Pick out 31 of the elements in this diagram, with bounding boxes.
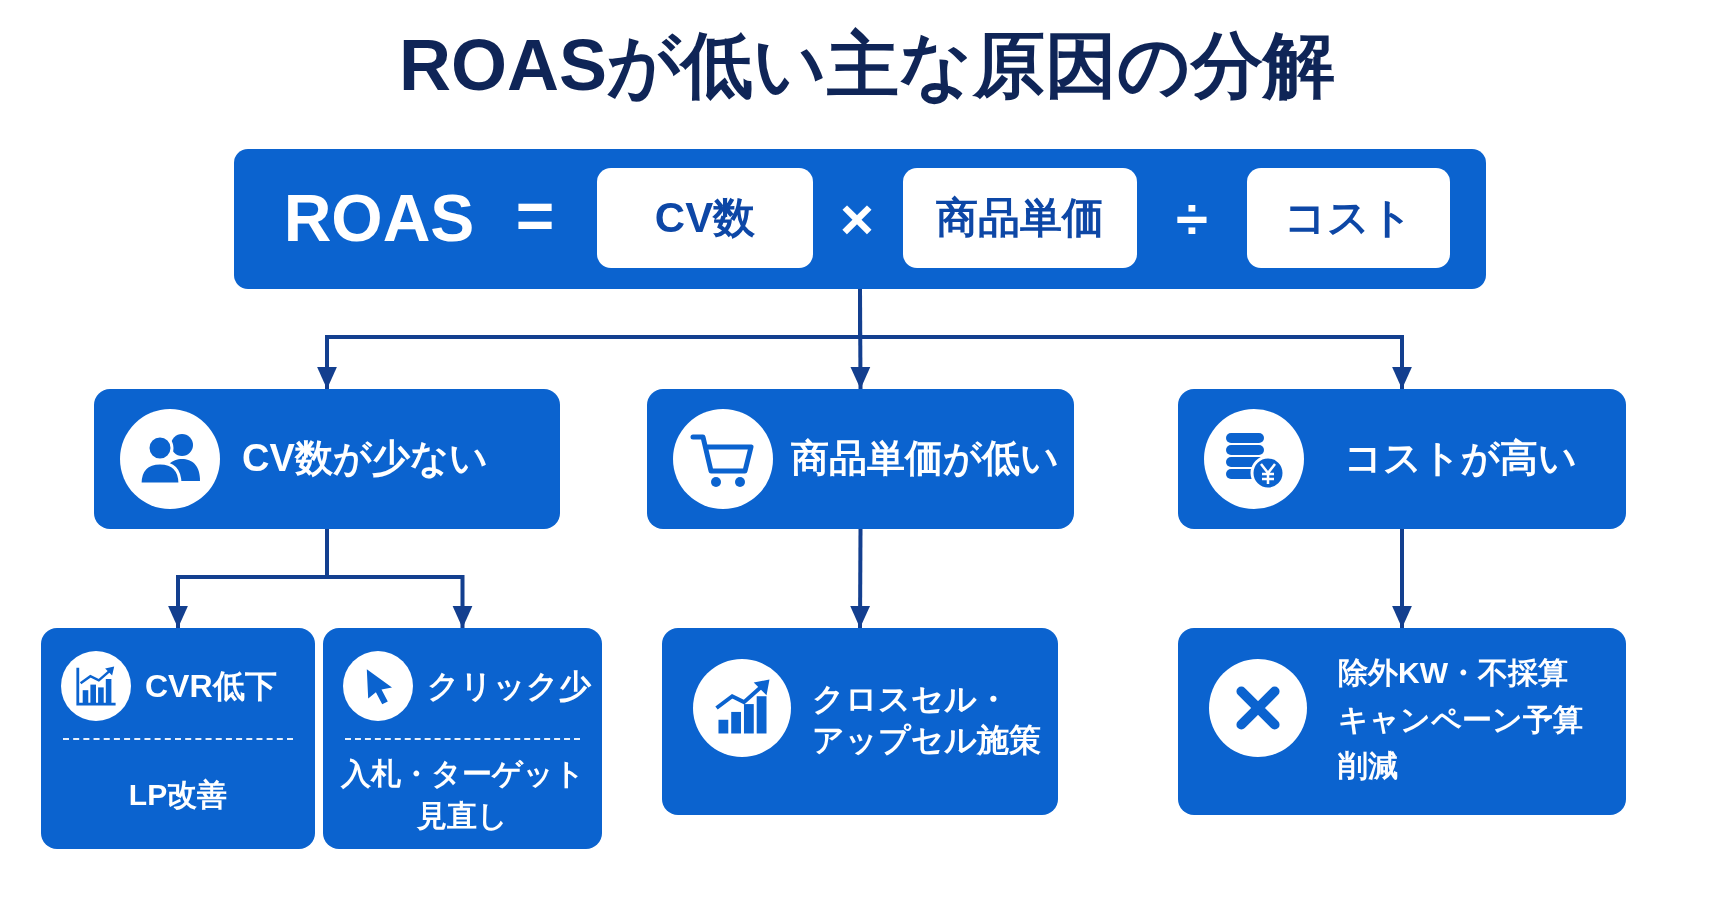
cause-box	[1178, 389, 1626, 529]
action-text: クロスセル・アップセル施策	[812, 680, 1042, 760]
connector-arrow	[850, 529, 870, 628]
formula-term: 商品単価	[936, 193, 1104, 243]
math-operator: =	[515, 179, 555, 255]
formula-term-box	[1247, 168, 1450, 268]
formula-term-box	[597, 168, 813, 268]
metric-box	[41, 628, 315, 849]
metric-label: CVR低下	[145, 667, 277, 705]
cause-label: コストが高い	[1344, 437, 1577, 481]
formula-term-box	[903, 168, 1137, 268]
action-text: LP改善	[128, 777, 228, 813]
connector-arrow	[1392, 529, 1412, 628]
connector-arrow	[325, 529, 473, 628]
cause-label: CV数が少ない	[242, 437, 488, 481]
metric-label: クリック少	[427, 667, 591, 705]
action-box	[1178, 628, 1626, 815]
formula-term: コスト	[1284, 193, 1413, 243]
metric-box	[323, 628, 602, 849]
cause-box	[94, 389, 560, 529]
action-text: 除外KW・不採算キャンペーン予算削減	[1338, 655, 1584, 785]
diagram-title: ROASが低い主な原因の分解	[399, 26, 1335, 106]
action-text: 入札・ターゲット見直し	[339, 756, 586, 834]
formula-term: CV数	[654, 193, 756, 243]
formula-label: ROAS	[283, 181, 475, 257]
cause-box	[647, 389, 1074, 529]
action-box	[662, 628, 1058, 815]
cause-label: 商品単価が低い	[791, 437, 1059, 481]
math-operator: ÷	[1176, 185, 1208, 253]
math-operator: ×	[840, 185, 874, 253]
formula-bar	[234, 149, 1486, 289]
